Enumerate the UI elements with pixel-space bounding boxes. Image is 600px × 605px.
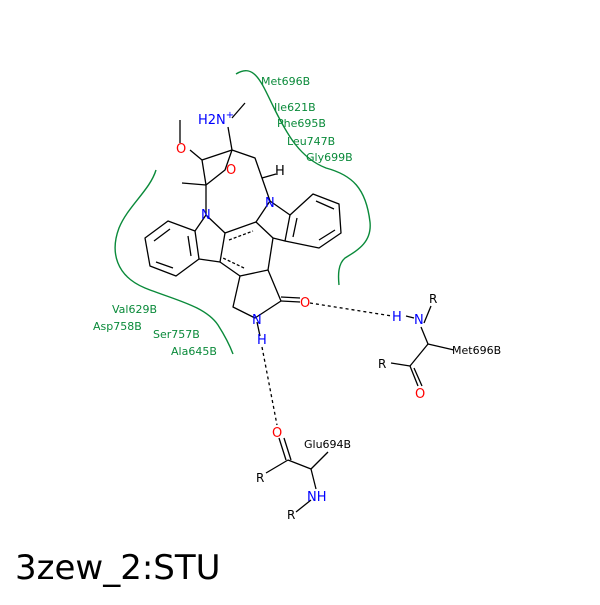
residue-label: Ser757B [153, 328, 200, 341]
residue-label: Phe695B [277, 117, 326, 130]
met696-nitrogen: N [414, 313, 424, 328]
lactam-hydrogen: H [257, 333, 267, 348]
met696-hydrogen: H [392, 310, 402, 325]
residue-label: Ile621B [274, 101, 316, 114]
glu694-r-amine: R [287, 508, 295, 522]
hydrophobic-contact-lines [114, 70, 371, 355]
glu694-r-carbonyl: R [256, 471, 264, 485]
ligand-bonds [144, 102, 342, 337]
residue-label: Val629B [112, 303, 157, 316]
hydrogen-bonds [261, 302, 393, 426]
ring-oxygen: O [226, 163, 236, 178]
glu694-amine: NH [307, 490, 327, 505]
hbond-carbonyl-met696 [309, 302, 393, 317]
residue-label: Leu747B [287, 135, 335, 148]
residue-met696: H N R Met696B R O [378, 292, 501, 402]
structure-id-caption: 3zew_2:STU [15, 548, 221, 588]
residue-label: Met696B [261, 75, 310, 88]
residue-label: Asp758B [93, 320, 142, 333]
met696-r-carbonyl: R [378, 357, 386, 371]
carbonyl-oxygen: O [300, 296, 310, 311]
residue-label: Ala645B [171, 345, 217, 358]
residue-glu694: O Glu694B R NH R [256, 426, 351, 522]
contact-arc-top [235, 70, 371, 286]
glu694-oxygen: O [272, 426, 282, 441]
indole-nitrogen-left: N [201, 208, 211, 223]
ring-hydrogen: H [275, 164, 285, 179]
hbond-lactam-glu694 [261, 346, 278, 426]
hydrophobic-residue-labels: Met696B Ile621B Phe695B Leu747B Gly699B … [93, 75, 353, 358]
contact-arc-left [114, 169, 234, 355]
methoxy-oxygen: O [176, 142, 186, 157]
lactam-nitrogen: N [252, 313, 262, 328]
indole-nitrogen-right: N [265, 196, 275, 211]
ligand-atoms: H2N+ O O H N N O N H [176, 110, 310, 348]
glu694-label: Glu694B [304, 438, 351, 451]
met696-r-amine: R [429, 292, 437, 306]
met696-label: Met696B [452, 344, 501, 357]
ammonium-label: H2N+ [198, 110, 234, 128]
met696-oxygen: O [415, 387, 425, 402]
residue-label: Gly699B [306, 151, 353, 164]
